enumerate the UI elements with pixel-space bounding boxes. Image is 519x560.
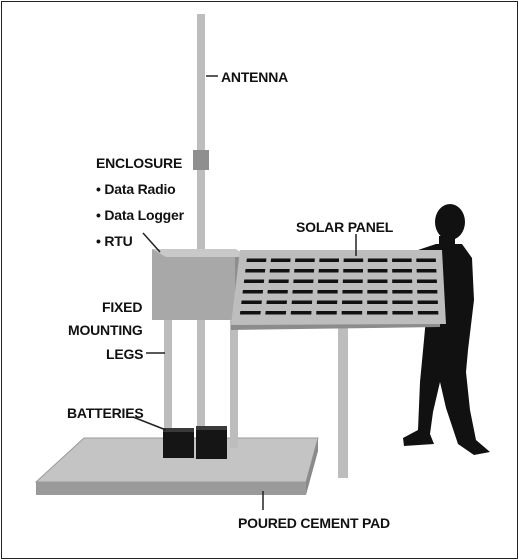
solar-cell — [241, 300, 262, 304]
mounting-label: MOUNTING — [68, 322, 143, 338]
solar-cell — [318, 269, 339, 273]
solar-cell — [367, 269, 388, 273]
solar-cell — [367, 311, 388, 315]
solar-cell — [417, 290, 438, 294]
antenna-mast — [197, 14, 205, 250]
solar-cell — [319, 258, 339, 262]
enclosure-item-data-radio: • Data Radio — [96, 181, 176, 197]
solar-cell — [392, 279, 413, 283]
solar-cell — [318, 279, 339, 283]
solar-cell — [266, 300, 287, 304]
solar-cell — [239, 311, 261, 315]
mounting-leg-3 — [230, 312, 238, 448]
solar-cell — [293, 279, 314, 283]
mounting-leg-2 — [197, 250, 205, 454]
antenna-label: ANTENNA — [221, 69, 289, 85]
solar-cell — [268, 279, 289, 283]
solar-cell — [367, 300, 388, 304]
enclosure-item-data-logger: • Data Logger — [96, 207, 184, 223]
enclosure-label: ENCLOSURE — [96, 155, 183, 171]
legs-label: LEGS — [106, 346, 144, 362]
solar-cell — [343, 269, 363, 273]
cement-pad-end — [306, 438, 318, 495]
solar-cell — [265, 311, 287, 315]
solar-cell — [367, 290, 388, 294]
solar-panel-label: SOLAR PANEL — [296, 219, 394, 235]
cement-pad-side — [36, 482, 306, 495]
solar-cell — [291, 300, 313, 304]
solar-cell — [343, 258, 364, 262]
cement-pad-label: POURED CEMENT PAD — [238, 515, 390, 531]
fixed-label: FIXED — [102, 299, 143, 315]
solar-cell — [367, 258, 388, 262]
solar-cell — [392, 311, 413, 315]
solar-panel-post — [338, 320, 348, 478]
solar-cell — [416, 269, 437, 273]
solar-cell — [392, 300, 413, 304]
solar-cell — [342, 279, 363, 283]
enclosure-top — [152, 249, 250, 257]
solar-cell — [392, 258, 412, 262]
solar-cell — [317, 290, 338, 294]
battery-1-top — [163, 428, 194, 432]
solar-cell — [417, 311, 439, 315]
solar-cell — [246, 258, 267, 262]
enclosure-leader — [142, 232, 161, 253]
enclosure-item-rtu: • RTU — [96, 233, 133, 249]
leader-lines — [132, 75, 357, 510]
battery-2 — [196, 426, 227, 459]
solar-cell — [316, 300, 338, 304]
enclosure-box — [152, 249, 235, 320]
solar-cell — [245, 269, 266, 273]
solar-cell — [341, 311, 363, 315]
antenna-coupler — [193, 150, 209, 170]
battery-1 — [163, 428, 194, 458]
battery-2-top — [196, 426, 227, 430]
solar-cell — [270, 258, 291, 262]
solar-cell — [416, 279, 437, 283]
solar-cell — [243, 279, 265, 283]
solar-cell — [342, 290, 363, 294]
solar-cell — [416, 258, 436, 262]
solar-cell — [417, 300, 438, 304]
mounting-leg-1 — [164, 312, 172, 454]
solar-panel-frame — [231, 250, 446, 325]
solar-cell — [269, 269, 290, 273]
solar-panel — [231, 250, 446, 330]
solar-cell — [292, 290, 313, 294]
person-silhouette — [403, 204, 490, 455]
solar-cell — [242, 290, 264, 294]
batteries-leader — [132, 416, 167, 431]
solar-cell — [367, 279, 388, 283]
batteries-label: BATTERIES — [67, 405, 144, 421]
solar-cell — [392, 269, 412, 273]
solar-cells — [239, 258, 439, 315]
solar-cell — [290, 311, 312, 315]
solar-cell — [392, 290, 413, 294]
solar-cell — [267, 290, 288, 294]
solar-cell — [294, 269, 315, 273]
solar-cell — [316, 311, 337, 315]
solar-cell — [342, 300, 363, 304]
solar-cell — [295, 258, 315, 262]
